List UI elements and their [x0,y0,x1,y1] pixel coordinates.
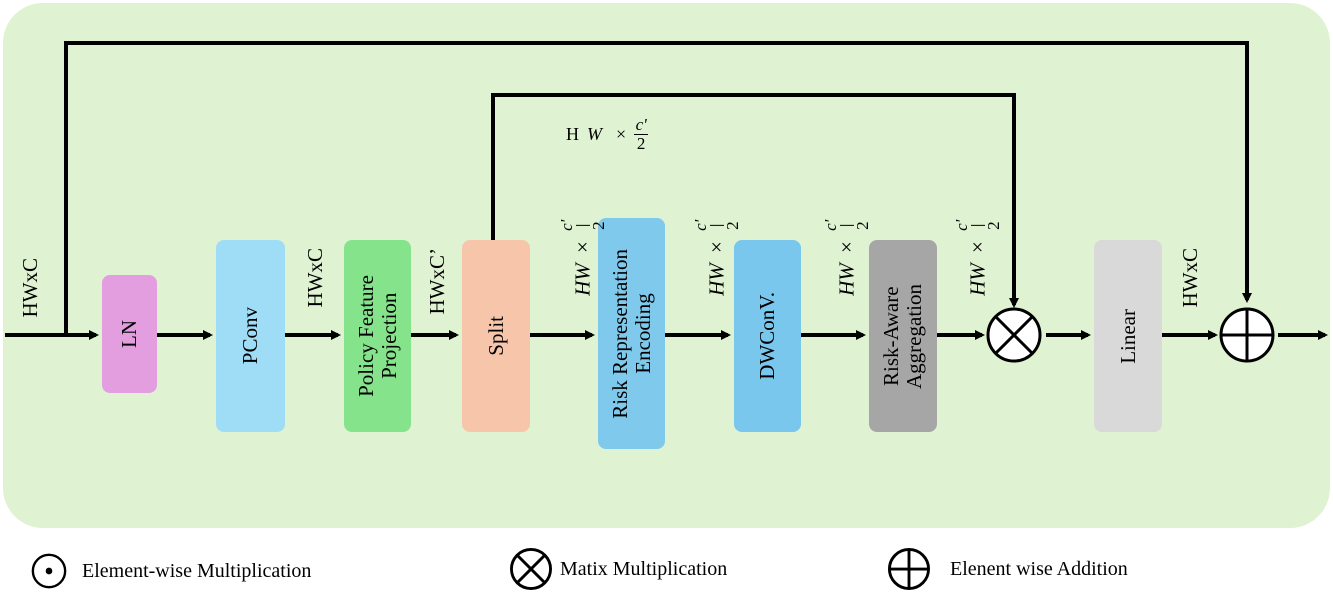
frac-4: c'2 [952,220,1003,232]
pconv-block: PConv [216,240,285,432]
risk-aware-aggregation-block: Risk-Aware Aggregation [869,240,937,432]
skip-fraction-den: 2 [636,134,646,153]
legend-element-addition: Elenent wise Addition [886,546,1128,592]
pconv-label: PConv [238,307,262,365]
split-label: Split [483,316,508,356]
dim-label-split-skip: H W × c' 2 [566,115,649,153]
hw-3: HW [834,263,859,296]
legend-element-multiplication-label: Element-wise Multiplication [82,559,312,582]
ln-label: LN [117,320,141,348]
hw-1: HW [570,263,595,296]
dwconv-block: DWConV. [734,240,801,432]
legend-element-addition-label: Elenent wise Addition [950,557,1128,580]
dim-label-risk-out: HW × c'2 [691,220,742,296]
skip-times: × [616,124,627,144]
times-3: × [834,235,859,260]
linear-block: Linear [1094,240,1162,432]
matrix-multiplication-icon [510,548,552,590]
skip-fraction: c' 2 [634,115,649,153]
hw-4: HW [965,263,990,296]
dim-label-input: HWxC [18,258,42,318]
policy-feature-projection-block: Policy Feature Projection [344,240,411,432]
legend-matrix-multiplication-label: Matix Multiplication [560,557,728,580]
times-4: × [965,235,990,260]
dim-label-pconv: HWxC [303,248,327,308]
dwconv-label: DWConV. [755,292,779,380]
legend-matrix-multiplication: Matix Multiplication [508,546,727,592]
dim-label-agg-out: HW × c'2 [952,220,1003,296]
element-addition-icon [888,548,930,590]
risk-representation-encoding-block: Risk Representation Encoding [598,218,665,449]
frac-1: c'2 [557,220,608,232]
skip-h: H [566,124,579,144]
dim-label-split-out: HW × c'2 [557,220,608,296]
legend-element-multiplication: Element-wise Multiplication [30,552,311,590]
dim-label-dwconv-out: HW × c'2 [821,220,872,296]
element-multiplication-icon [31,553,67,589]
policy-feature-projection-label: Policy Feature Projection [353,275,401,397]
times-1: × [570,235,595,260]
dim-label-policy: HWxC’ [425,248,449,315]
skip-w: W [587,124,602,144]
split-block: Split [462,240,530,432]
hw-2: HW [704,263,729,296]
skip-fraction-num: c' [635,115,647,134]
frac-2: c'2 [691,220,742,232]
dim-label-linear: HWxC [1178,248,1202,308]
linear-label: Linear [1115,308,1140,364]
times-2: × [704,235,729,260]
ln-block: LN [102,275,157,393]
risk-aware-aggregation-label: Risk-Aware Aggregation [879,283,926,389]
frac-3: c'2 [821,220,872,232]
risk-representation-encoding-label: Risk Representation Encoding [607,248,655,419]
